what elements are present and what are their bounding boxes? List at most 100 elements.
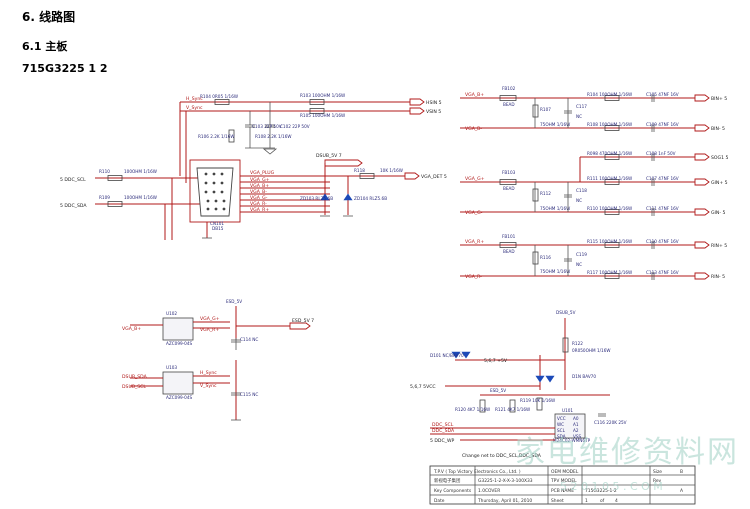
b-c1: C105 47NF 16V (646, 92, 679, 97)
u103-ref: U103 (166, 365, 177, 370)
c117-ref: C117 (576, 104, 587, 109)
r108-label: R108 2.2K 1/16W (255, 134, 292, 139)
zd103-label: ZD103 RLZ5.6B (300, 196, 333, 201)
r109-ref: R109 (99, 195, 110, 200)
zd104-label: ZD104 RLZ5.6B (354, 196, 387, 201)
tb-date-val: Thursday, April 01, 2010 (477, 498, 532, 504)
r120-label: R120 4K7 1/16W (455, 407, 490, 412)
u101-pin-vss: VSS (573, 434, 582, 439)
subsection-heading: 6.1 主板 (22, 40, 68, 53)
r122-ref: R122 (572, 341, 583, 346)
tb-cover: 1.0COVER (478, 488, 500, 494)
c102-label: C102 22P 50V (280, 124, 310, 129)
rin-plus: RIN+ 5 (711, 243, 727, 249)
u101-ref: U101 (562, 408, 573, 413)
r-r2: R117 100OHM 1/16W (587, 270, 632, 275)
r107-ref: R107 (540, 107, 551, 112)
tb-size-label: Size (653, 469, 662, 475)
tb-pcb-val: 715G3225-1-2 (585, 488, 617, 494)
tb-sheet-label: Sheet (551, 498, 564, 504)
fb101-bead: BEAD (503, 249, 515, 254)
ee-ddc-sda: DDC_SDA (432, 428, 455, 434)
u102-part: AZC099-04S (166, 341, 192, 346)
db15-frame (189, 159, 241, 223)
esd-n7: H_Sync (200, 370, 217, 376)
d101-diode (451, 351, 461, 359)
c103-label: C103 22P 50V (252, 124, 282, 129)
r110-val: 100OHM 1/16W (124, 169, 157, 174)
u101-pin-a0: A0 (573, 416, 579, 421)
tb-keycomp: Key Components (434, 488, 472, 494)
u103-part: AZC099-04S (166, 395, 192, 400)
r105-label: R105 100OHM 1/16W (300, 113, 345, 118)
ddc-sda-net: 5 DDC_SDA (60, 203, 87, 209)
esd-n6: DSUB_SCL (122, 384, 146, 390)
rgb-g-net: VGA_G+ (465, 176, 485, 182)
c115-label: C115 NC (240, 392, 258, 397)
fb101-label: FB101 (502, 234, 516, 239)
rgb-b-net: VGA_B+ (465, 92, 484, 98)
u102-chip (162, 317, 194, 341)
tb-company-cn: 新视电子集团 (434, 477, 461, 484)
r122-val: 0R050OHM 1/16W (572, 348, 611, 353)
db15-label: DB15 (212, 226, 224, 231)
v-sync-label: V_Sync (186, 105, 203, 111)
r118-ref: R118 (354, 168, 365, 173)
tb-oem-label: OEM MODEL (551, 469, 579, 475)
ee-ddc-wp: 5 DDC_WP (430, 438, 455, 444)
fb102-bead: BEAD (503, 102, 515, 107)
esd-n3: VGA_R+ (200, 327, 219, 333)
watermark-sub: 5 2 0 1 0 5 . C O M (560, 480, 663, 493)
r116-val: 75OHM 1/16W (540, 269, 570, 274)
ddc-connector-block: 5 DDC_SCL 5 DDC_SDA R110 100OHM 1/16W R1… (60, 153, 447, 240)
vga-det-label: VGA_DET 5 (421, 174, 447, 180)
r112-ref: R112 (540, 191, 551, 196)
b-c2: C109 47NF 16V (646, 122, 679, 127)
esd-n5: DSUB_SDA (122, 374, 148, 380)
u101-pin-vcc: VCC (557, 416, 566, 421)
c118-ref: C118 (576, 188, 587, 193)
u101-pin-wc: WC (557, 422, 564, 427)
section-heading: 6. 线路图 (22, 10, 76, 24)
board-id: 715G3225 1 2 (22, 62, 108, 75)
zd104-diode (343, 193, 353, 201)
d101-label: D101 NC/BAV70 (430, 353, 464, 358)
ddc-scl-net: 5 DDC_SCL (60, 177, 86, 183)
esd-n8: V_Sync (200, 383, 217, 389)
fb102-label: FB102 (502, 86, 516, 91)
r106-label: R106 2.2K 1/16W (198, 134, 235, 139)
g-c2: C111 47NF 16V (646, 206, 679, 211)
esd-n2: VGA_G+ (200, 316, 220, 322)
b-r2: R108 100OHM 1/16W (587, 122, 632, 127)
u101-part: M24C02-WMN6TP (553, 438, 591, 443)
rgb-r-neg: VGA_R- (465, 274, 482, 280)
r109-val: 100OHM 1/16W (124, 195, 157, 200)
tb-size-val: B (680, 469, 683, 475)
ee-ddc-scl: DDC_SCL (432, 422, 454, 428)
pin-vga-gm: VGA_G- (250, 195, 268, 201)
pin-vga-bp: VGA_B+ (250, 183, 269, 189)
bin-plus: BIN+ 5 (711, 96, 727, 102)
r-c1: C110 47NF 16V (646, 239, 679, 244)
rgb-r-net: VGA_R+ (465, 239, 484, 245)
tb-tpv-label: TPV MODEL (550, 478, 577, 484)
change-note: Change net to DDC_SCL,DDC_SDA (462, 453, 542, 459)
tb-sheet-total: 4 (615, 498, 618, 504)
pin-vga-bm: VGA_B- (250, 189, 267, 195)
b-r1: R104 100OHM 1/16W (587, 92, 632, 97)
c114-label: C114 NC (240, 337, 258, 342)
d1n-label: D1N BAV70 (572, 374, 596, 379)
c116-label: C116 220K 25V (594, 420, 627, 425)
vga-det-port (404, 172, 420, 180)
c118-val: NC (576, 198, 582, 203)
bin-minus: BIN- 5 (711, 126, 725, 132)
h-sync-label: H_Sync (186, 96, 203, 102)
hv-sync-block: H_Sync V_Sync R104 0R05 1/16W R103 100OH… (179, 93, 442, 183)
u102-ref: U102 (166, 311, 177, 316)
tb-sheet-num: 1 (585, 498, 588, 504)
esd5v-top-label: ESD_5V (226, 299, 242, 304)
r118-val: 10K 1/16W (380, 168, 403, 173)
u101-pin-scl: SCL (557, 428, 566, 433)
r112-val: 75OHM 1/16W (540, 206, 570, 211)
